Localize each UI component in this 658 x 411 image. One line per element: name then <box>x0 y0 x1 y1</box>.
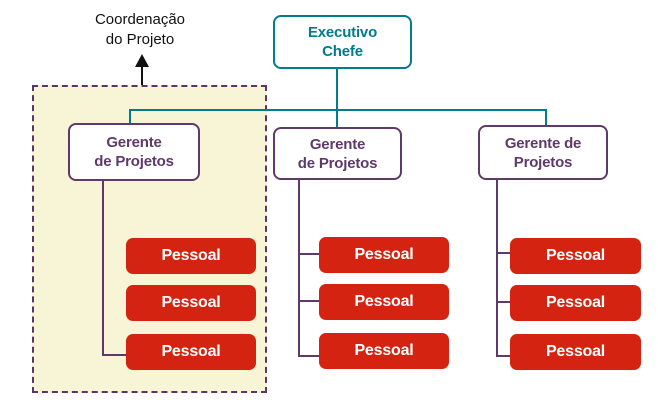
staff-box-3-3: Pessoal <box>510 334 641 370</box>
staff-box-1-2: Pessoal <box>126 285 256 321</box>
manager-box-1-line2: de Projetos <box>94 153 174 170</box>
executive-box-line2: Chefe <box>322 43 363 60</box>
connector-group2-stub3 <box>298 355 320 357</box>
staff-box-3-1: Pessoal <box>510 238 641 274</box>
connector-group3-stub2 <box>496 301 512 303</box>
connector-group2-vertical <box>298 180 300 357</box>
staff-box-3-2: Pessoal <box>510 285 641 321</box>
connector-exec-horizontal <box>129 109 547 111</box>
connector-group3-stub3 <box>496 355 512 357</box>
manager-box-2-line1: Gerente <box>309 135 366 153</box>
manager-box-3-line1: Gerente de <box>504 134 582 152</box>
staff-box-2-3: Pessoal <box>319 333 449 369</box>
connector-exec-to-manager1 <box>129 109 131 125</box>
coordination-label-line1: Coordenação <box>94 11 186 28</box>
up-arrow-head-icon <box>135 54 149 67</box>
staff-box-2-2: Pessoal <box>319 284 449 320</box>
manager-box-3-line2: Projetos <box>513 153 573 171</box>
manager-box-2: Gerente de Projetos <box>273 127 402 180</box>
connector-group1-elbow <box>102 354 128 356</box>
executive-box-line1: Executivo <box>307 24 378 41</box>
connector-group3-stub1 <box>496 252 512 254</box>
manager-box-3: Gerente de Projetos <box>478 125 608 180</box>
connector-exec-drop <box>336 68 338 127</box>
staff-box-1-1: Pessoal <box>126 238 256 274</box>
coordination-label: Coordenação do Projeto <box>65 10 215 50</box>
manager-box-1: Gerente de Projetos <box>68 123 200 181</box>
connector-group1-vertical <box>102 181 104 356</box>
connector-group2-stub1 <box>298 253 320 255</box>
staff-box-1-3: Pessoal <box>126 334 256 370</box>
manager-box-2-line2: de Projetos <box>297 154 378 172</box>
manager-box-1-line1: Gerente <box>106 134 162 151</box>
coordination-label-line2: do Projeto <box>105 31 175 48</box>
staff-box-2-1: Pessoal <box>319 237 449 273</box>
connector-group3-vertical <box>496 180 498 357</box>
executive-box: Executivo Chefe <box>273 15 412 69</box>
up-arrow-shaft <box>141 65 143 85</box>
connector-exec-to-manager3 <box>545 109 547 126</box>
connector-group2-stub2 <box>298 300 320 302</box>
